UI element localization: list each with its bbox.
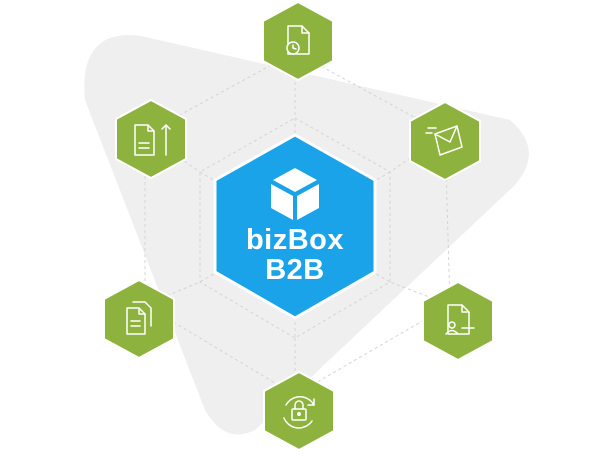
document-user-icon bbox=[445, 304, 475, 335]
node-hexagon bbox=[103, 278, 175, 360]
center-hub bbox=[213, 133, 377, 320]
document-clock-icon bbox=[286, 25, 310, 55]
envelope-icon bbox=[425, 125, 463, 156]
node-bottom bbox=[263, 370, 335, 452]
node-upper-right bbox=[409, 100, 481, 182]
node-lower-right bbox=[422, 280, 494, 362]
node-upper-left bbox=[115, 98, 187, 180]
spoke-upper-right bbox=[389, 133, 446, 173]
node-hexagon bbox=[115, 98, 187, 180]
cube-icon bbox=[271, 168, 319, 220]
center-title-line1: bizBox bbox=[245, 224, 345, 256]
lock-cycle-icon bbox=[283, 396, 315, 429]
spoke-upper-left bbox=[144, 133, 201, 173]
node-hexagon bbox=[263, 370, 335, 452]
node-hexagon bbox=[262, 0, 334, 82]
center-hexagon bbox=[213, 133, 377, 320]
center-title-line2: B2B bbox=[265, 254, 325, 286]
node-lower-left bbox=[103, 278, 175, 360]
documents-stack-icon bbox=[126, 301, 152, 335]
document-upload-icon bbox=[134, 124, 171, 156]
node-hexagon bbox=[409, 100, 481, 182]
node-hexagon bbox=[422, 280, 494, 362]
spoke-lower-right bbox=[389, 281, 451, 306]
node-top bbox=[262, 0, 334, 82]
spoke-lower-left bbox=[144, 281, 201, 306]
